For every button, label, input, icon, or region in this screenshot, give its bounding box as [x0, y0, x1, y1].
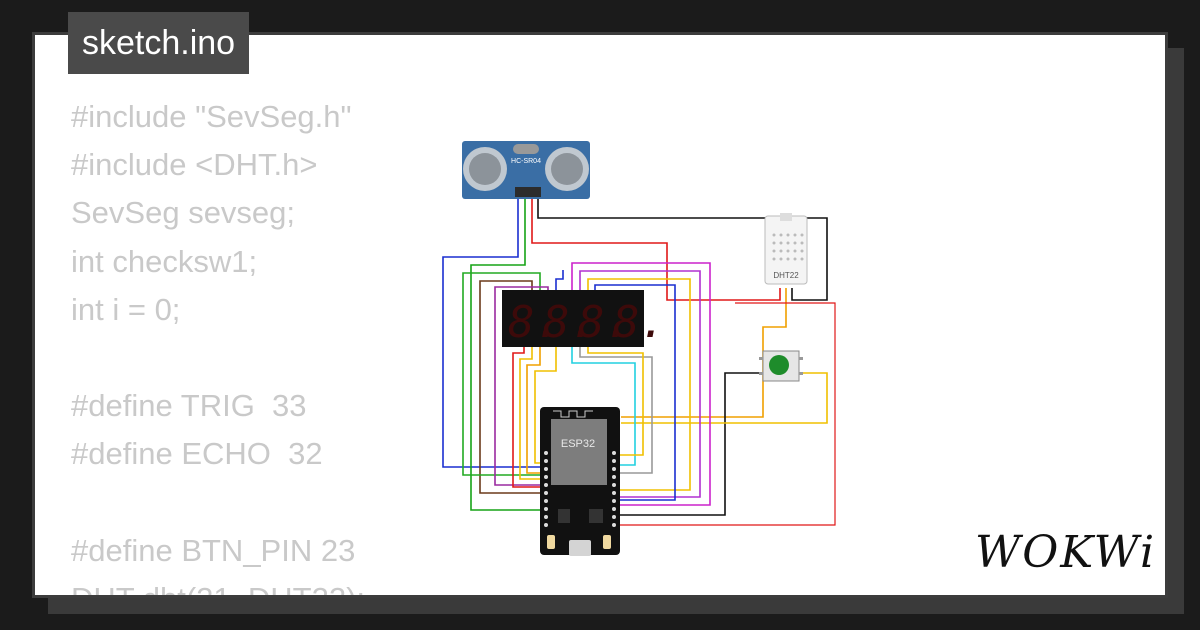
dht22-sensor[interactable]: DHT22	[764, 213, 808, 285]
code-preview: #include "SevSeg.h" #include <DHT.h> Sev…	[71, 93, 365, 595]
digit-3: 8.	[578, 297, 631, 348]
seven-segment-display[interactable]: 8. 8. 8. 8.	[502, 290, 666, 348]
code-line: DHT dht(21, DHT22);	[71, 575, 365, 595]
code-line: #define BTN_PIN 23	[71, 532, 356, 568]
code-line: int i = 0;	[71, 291, 181, 327]
dht22-label: DHT22	[773, 271, 799, 280]
esp32-board[interactable]: ESP32	[540, 407, 620, 556]
digit-4: 8.	[613, 297, 666, 348]
code-line: SevSeg sevseg;	[71, 195, 296, 231]
ultrasonic-sensor[interactable]: HC-SR04	[462, 141, 590, 199]
code-line	[71, 479, 365, 527]
file-tab[interactable]: sketch.ino	[68, 12, 250, 74]
digit-1: 8.	[508, 297, 561, 348]
esp32-label: ESP32	[561, 438, 595, 450]
code-line	[71, 334, 365, 382]
code-line: #include <DHT.h>	[71, 147, 318, 183]
code-line: #define TRIG 33	[71, 388, 307, 424]
ultrasonic-label: HC-SR04	[511, 158, 541, 165]
push-button[interactable]	[759, 350, 803, 382]
code-line: int checksw1;	[71, 243, 258, 279]
wokwi-logo: WOKWi	[975, 527, 1157, 578]
code-line: #define ECHO 32	[71, 436, 323, 472]
digit-2: 8.	[543, 297, 596, 348]
circuit-diagram: HC-SR04 DHT22 8. 8. 8. 8.	[442, 141, 836, 556]
preview-card: #include "SevSeg.h" #include <DHT.h> Sev…	[32, 32, 1168, 598]
code-line: #include "SevSeg.h"	[71, 99, 352, 134]
